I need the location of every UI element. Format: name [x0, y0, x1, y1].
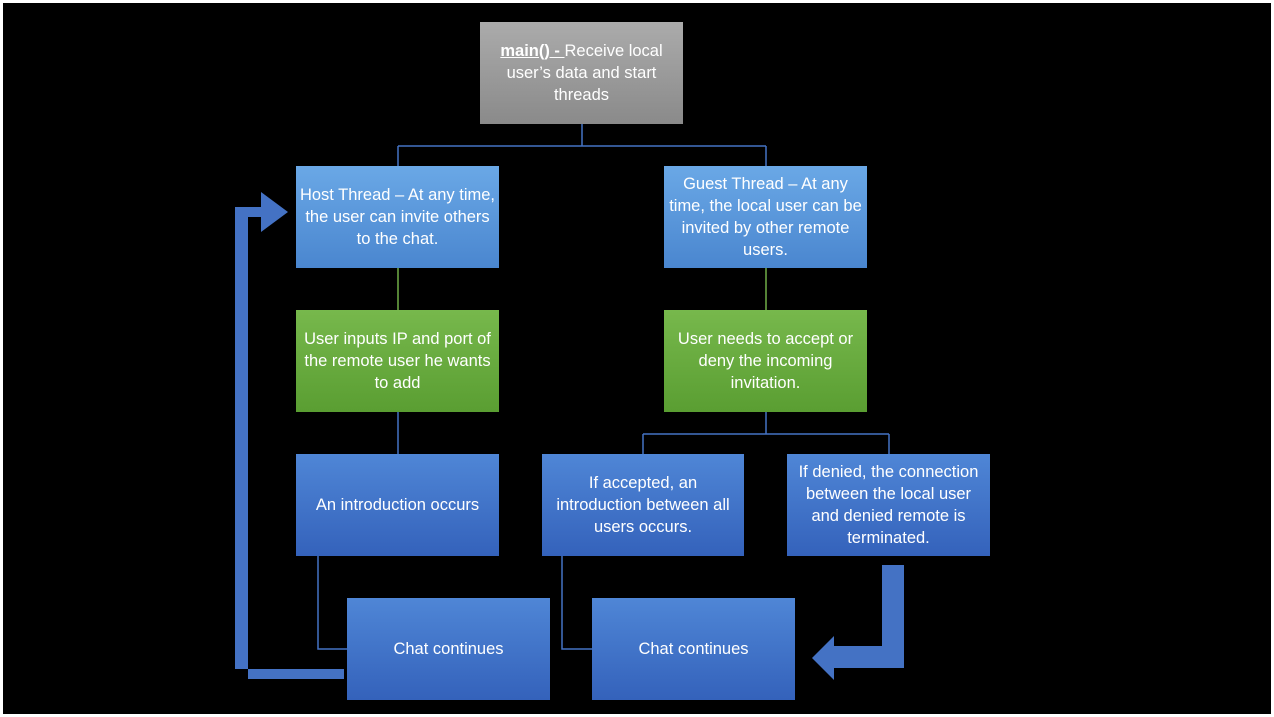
connector-accepted-to-chat	[561, 556, 592, 650]
connector-main-to-threads	[397, 124, 767, 166]
denied-node: If denied, the connection between the lo…	[787, 454, 990, 556]
host-intro-node: An introduction occurs	[296, 454, 499, 556]
guest-accept-node: User needs to accept or deny the incomin…	[664, 310, 867, 412]
bent-arrow-icon	[812, 565, 904, 680]
main-function-label: main() -	[500, 42, 565, 60]
accepted-node: If accepted, an introduction between all…	[542, 454, 744, 556]
main-node: main() - Receive local user’s data and s…	[480, 22, 683, 124]
host-input-node: User inputs IP and port of the remote us…	[296, 310, 499, 412]
loop-back-arrow-icon	[235, 192, 344, 679]
guest-thread-node: Guest Thread – At any time, the local us…	[664, 166, 867, 268]
host-chat-node: Chat continues	[347, 598, 550, 700]
connector-accept-to-outcomes	[642, 412, 890, 454]
main-node-description: Receive local user’s data and start thre…	[506, 42, 663, 104]
connector-intro-to-chat	[317, 556, 347, 650]
host-thread-node: Host Thread – At any time, the user can …	[296, 166, 499, 268]
main-node-text: main() - Receive local user’s data and s…	[483, 40, 680, 106]
guest-chat-node: Chat continues	[592, 598, 795, 700]
